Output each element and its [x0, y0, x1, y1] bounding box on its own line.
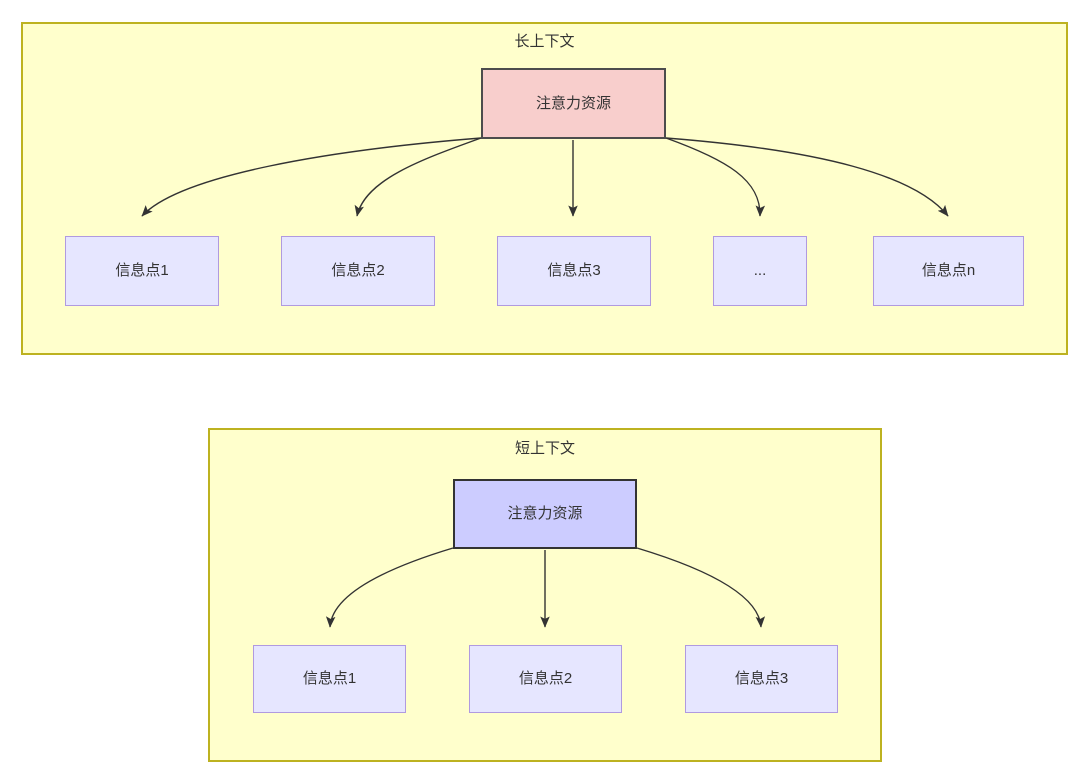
- node-long-info-point-ellipsis[interactable]: ...: [713, 236, 807, 306]
- node-label: 信息点3: [547, 262, 601, 279]
- node-label: 注意力资源: [507, 505, 583, 522]
- node-short-info-point-3[interactable]: 信息点3: [685, 645, 838, 713]
- node-short-attention-resource[interactable]: 注意力资源: [453, 479, 637, 549]
- group-long-context-title: 长上下文: [514, 33, 575, 50]
- node-long-info-point-1[interactable]: 信息点1: [65, 236, 219, 306]
- node-short-info-point-1[interactable]: 信息点1: [253, 645, 406, 713]
- node-long-info-point-3[interactable]: 信息点3: [497, 236, 651, 306]
- node-long-info-point-n[interactable]: 信息点n: [873, 236, 1024, 306]
- group-short-context-title: 短上下文: [514, 440, 575, 457]
- node-label: 注意力资源: [535, 94, 611, 112]
- node-label: ...: [753, 262, 767, 279]
- node-label: 信息点2: [331, 262, 385, 279]
- node-label: 信息点3: [734, 670, 789, 687]
- node-label: 信息点1: [115, 262, 169, 279]
- node-label: 信息点2: [518, 670, 573, 687]
- node-label: 信息点n: [921, 262, 976, 279]
- node-short-info-point-2[interactable]: 信息点2: [469, 645, 622, 713]
- node-long-attention-resource[interactable]: 注意力资源: [481, 68, 666, 139]
- node-label: 信息点1: [302, 670, 357, 687]
- node-long-info-point-2[interactable]: 信息点2: [281, 236, 435, 306]
